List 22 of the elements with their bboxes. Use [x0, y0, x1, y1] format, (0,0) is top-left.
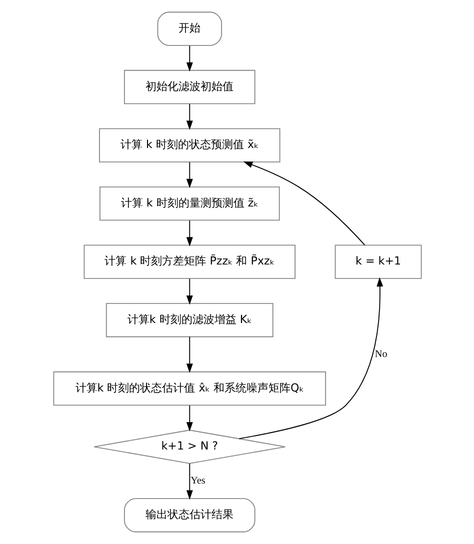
node-box: 开始: [156, 12, 222, 46]
arrow: [186, 45, 192, 72]
arrow: [242, 162, 365, 246]
node-box: 计算 k 时刻的量测预测值 z̃ₖ: [98, 186, 280, 221]
arrow: [238, 277, 383, 440]
edge-label: No: [374, 348, 387, 360]
node-box: 输出状态估计结果: [123, 498, 255, 532]
arrow: [186, 104, 192, 130]
node-box: 初始化滤波初始值: [123, 70, 255, 104]
node-diamond: k+1 > N ?: [93, 430, 286, 464]
node-box: k = k+1: [334, 244, 422, 279]
arrow: [186, 162, 192, 188]
node-box: 计算 k 时刻方差矩阵 P̃zzₖ 和 P̃xzₖ: [83, 244, 296, 279]
arrow: [186, 278, 192, 305]
arrow: [186, 220, 192, 246]
arrow: [186, 463, 192, 500]
edge-label: Yes: [190, 476, 205, 487]
arrow: [186, 405, 192, 432]
node-box: 计算 k 时刻的状态预测值 x̃ₖ: [98, 128, 280, 162]
node-box: 计算k 时刻的状态估计值 x̂ₖ 和系统噪声矩阵Qₖ: [52, 371, 326, 406]
arrow: [186, 336, 192, 373]
node-box: 计算k 时刻的滤波增益 Kₖ: [105, 302, 273, 338]
